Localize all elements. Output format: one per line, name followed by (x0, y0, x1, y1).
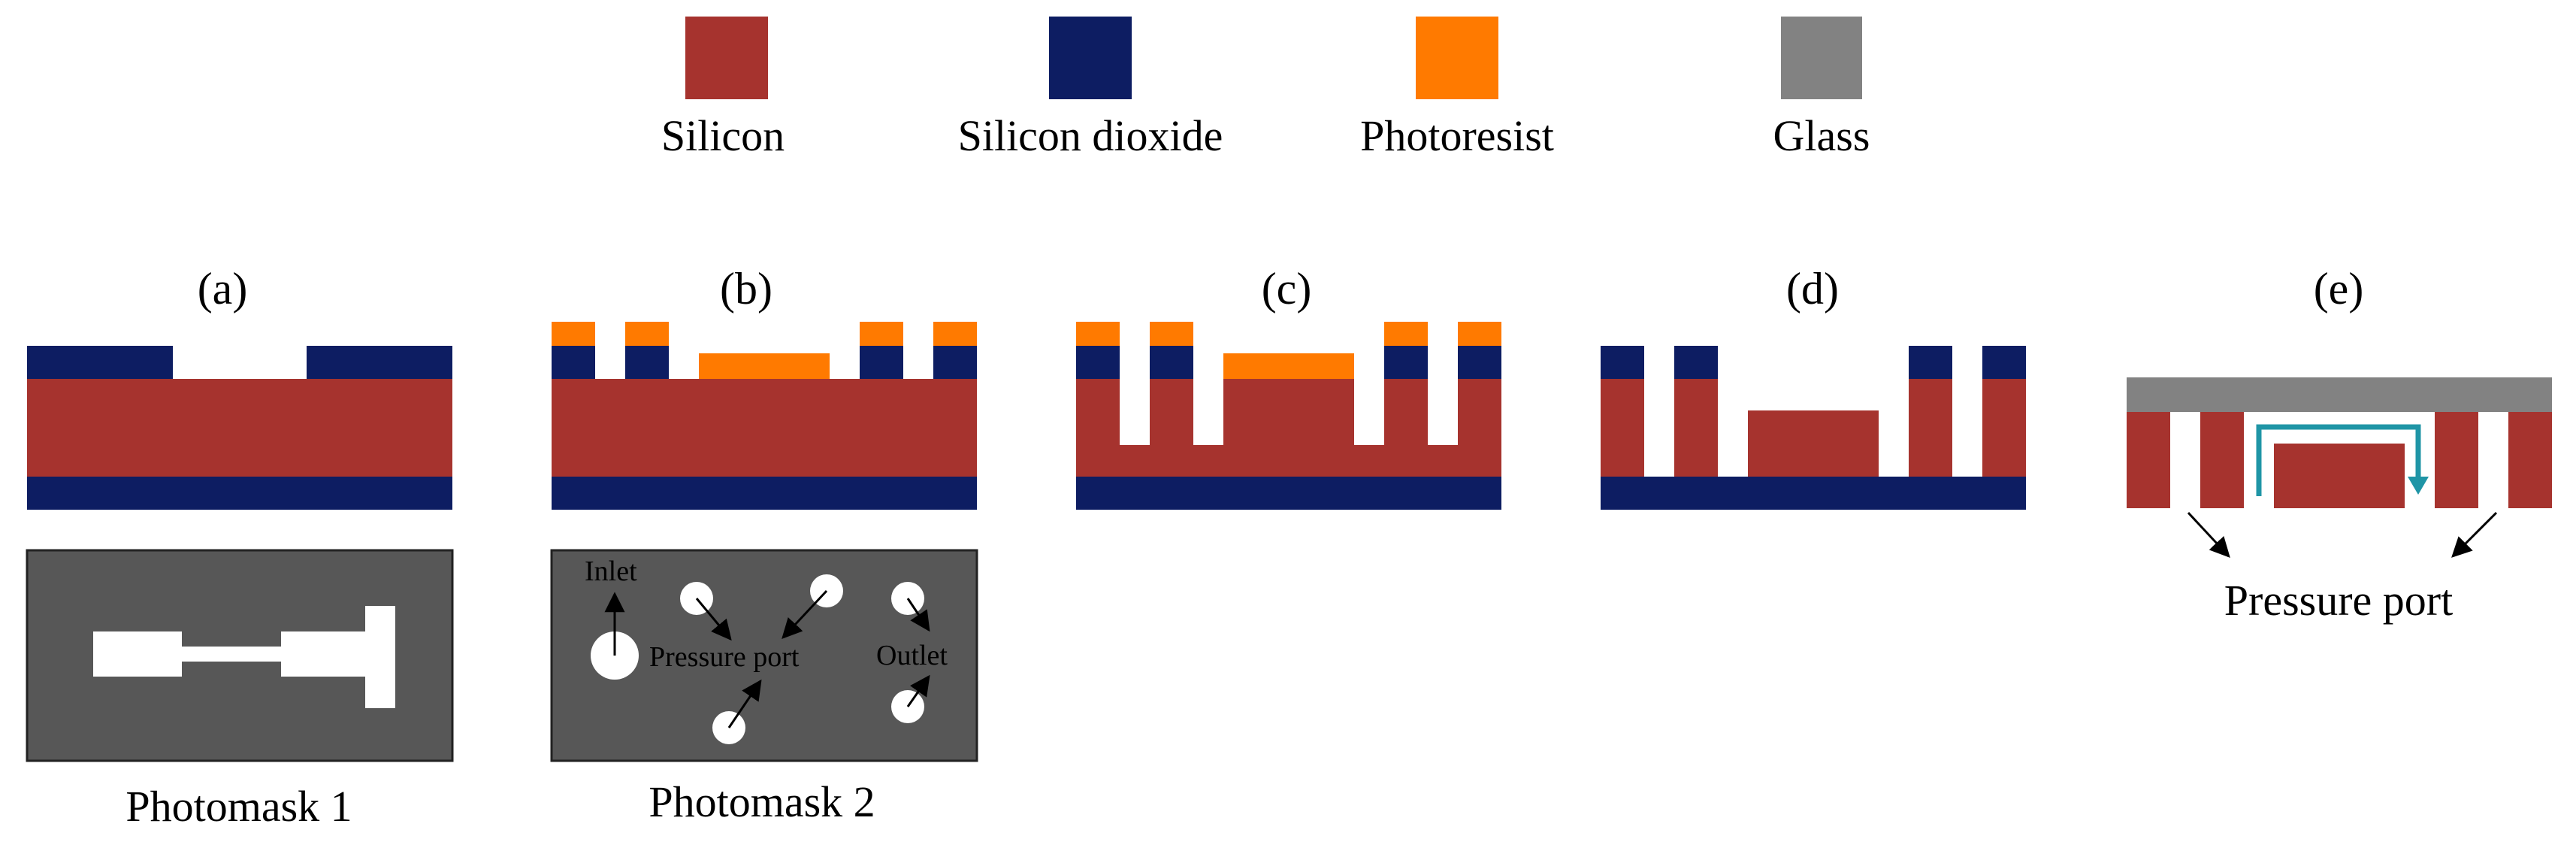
step-d-oxide-bottom (1601, 477, 2026, 510)
step-d-oxide-4 (1982, 346, 2026, 379)
silicon-swatch (685, 17, 768, 99)
step-b-resist-1 (552, 322, 595, 346)
step-e-pressure-arrow-left (2187, 511, 2230, 558)
step-c-oxide-3 (1384, 346, 1428, 379)
photomask-2-pressure-port-label: Pressure port (649, 641, 800, 673)
photomask-2-inlet-label: Inlet (585, 556, 637, 587)
step-a-oxide-top-left (27, 346, 173, 379)
step-b-oxide-bottom (552, 477, 977, 510)
step-d-oxide-1 (1601, 346, 1644, 379)
step-c-oxide-bottom (1076, 477, 1501, 510)
step-e-silicon-wall-4 (2508, 412, 2552, 508)
step-b-cross-section (552, 322, 977, 510)
step-c-resist-3 (1384, 322, 1428, 346)
step-c-resist-center (1223, 353, 1354, 379)
silicon-dioxide-swatch (1049, 17, 1132, 99)
photomask-2-outlet-label: Outlet (876, 640, 948, 671)
step-c-cross-section (1076, 322, 1501, 510)
photomask-2-caption: Photomask 2 (649, 777, 875, 826)
photomask-2-pressure-arrow-2 (782, 589, 828, 639)
step-b-oxide-1 (552, 346, 595, 379)
step-label-a: (a) (198, 264, 248, 313)
photomask-2-outlet-arrow-2 (906, 674, 930, 707)
step-b-resist-3 (860, 322, 903, 346)
step-e-flow-arrow (2256, 424, 2421, 496)
step-c-resist-4 (1458, 322, 1501, 346)
step-d-oxide-3 (1909, 346, 1952, 379)
step-a-oxide-bottom (27, 477, 452, 510)
step-c-resist-2 (1150, 322, 1193, 346)
step-d-cross-section (1601, 346, 2026, 510)
step-a-cross-section (27, 346, 452, 510)
step-label-c: (c) (1262, 264, 1312, 313)
step-a-silicon-wafer (27, 379, 452, 477)
photomask-1-caption: Photomask 1 (125, 782, 352, 831)
photomask-1-pad-right (281, 631, 365, 677)
step-e-glass-cover (2127, 377, 2552, 412)
step-label-e: (e) (2314, 264, 2364, 313)
photomask-2-pressure-arrow-3 (727, 679, 762, 728)
step-b-resist-2 (625, 322, 669, 346)
step-d-oxide-2 (1674, 346, 1718, 379)
step-e-silicon-wall-2 (2200, 412, 2244, 508)
photomask-2: Inlet Pressure port Outlet Photomask 2 (550, 549, 978, 826)
step-label-d: (d) (1786, 264, 1839, 313)
step-e-cross-section: Pressure port (2127, 377, 2552, 625)
step-c-resist-1 (1076, 322, 1120, 346)
photomask-1-bar (365, 606, 395, 708)
step-e-flow-arrowhead (2408, 477, 2429, 495)
photoresist-swatch (1416, 17, 1498, 99)
step-c-oxide-4 (1458, 346, 1501, 379)
step-e-silicon-wall-3 (2435, 412, 2478, 508)
legend-label-glass: Glass (1773, 111, 1870, 160)
legend-label-photoresist: Photoresist (1360, 111, 1554, 160)
photomask-2-pressure-arrow-1 (695, 598, 732, 641)
step-d-silicon-wall-3 (1909, 379, 1952, 477)
photomask-1-channel (182, 647, 281, 662)
step-b-resist-center (699, 353, 830, 379)
step-b-oxide-4 (933, 346, 977, 379)
step-c-oxide-2 (1150, 346, 1193, 379)
step-a-oxide-top-right (307, 346, 452, 379)
step-e-silicon-wall-1 (2127, 412, 2170, 508)
step-d-silicon-wall-4 (1982, 379, 2026, 477)
legend-label-silicon-dioxide: Silicon dioxide (958, 111, 1223, 160)
step-d-silicon-wall-2 (1674, 379, 1718, 477)
legend: Silicon Silicon dioxide Photoresist Glas… (661, 17, 1870, 160)
step-label-b: (b) (720, 264, 772, 313)
photomask-1: Photomask 1 (26, 549, 454, 831)
glass-swatch (1781, 17, 1862, 99)
step-e-silicon-center (2274, 444, 2405, 508)
step-b-oxide-2 (625, 346, 669, 379)
step-d-silicon-wall-1 (1601, 379, 1644, 477)
step-e-pressure-arrow-right (2451, 511, 2498, 558)
step-d-silicon-center (1748, 410, 1879, 477)
photomask-1-pad-left (93, 631, 182, 677)
step-e-pressure-port-label: Pressure port (2224, 576, 2453, 625)
step-b-oxide-3 (860, 346, 903, 379)
step-b-resist-4 (933, 322, 977, 346)
step-b-silicon-wafer (552, 379, 977, 477)
photomask-2-outlet-arrow-1 (906, 598, 930, 632)
step-c-etched-silicon (1076, 379, 1501, 477)
step-c-oxide-1 (1076, 346, 1120, 379)
legend-label-silicon: Silicon (661, 111, 785, 160)
